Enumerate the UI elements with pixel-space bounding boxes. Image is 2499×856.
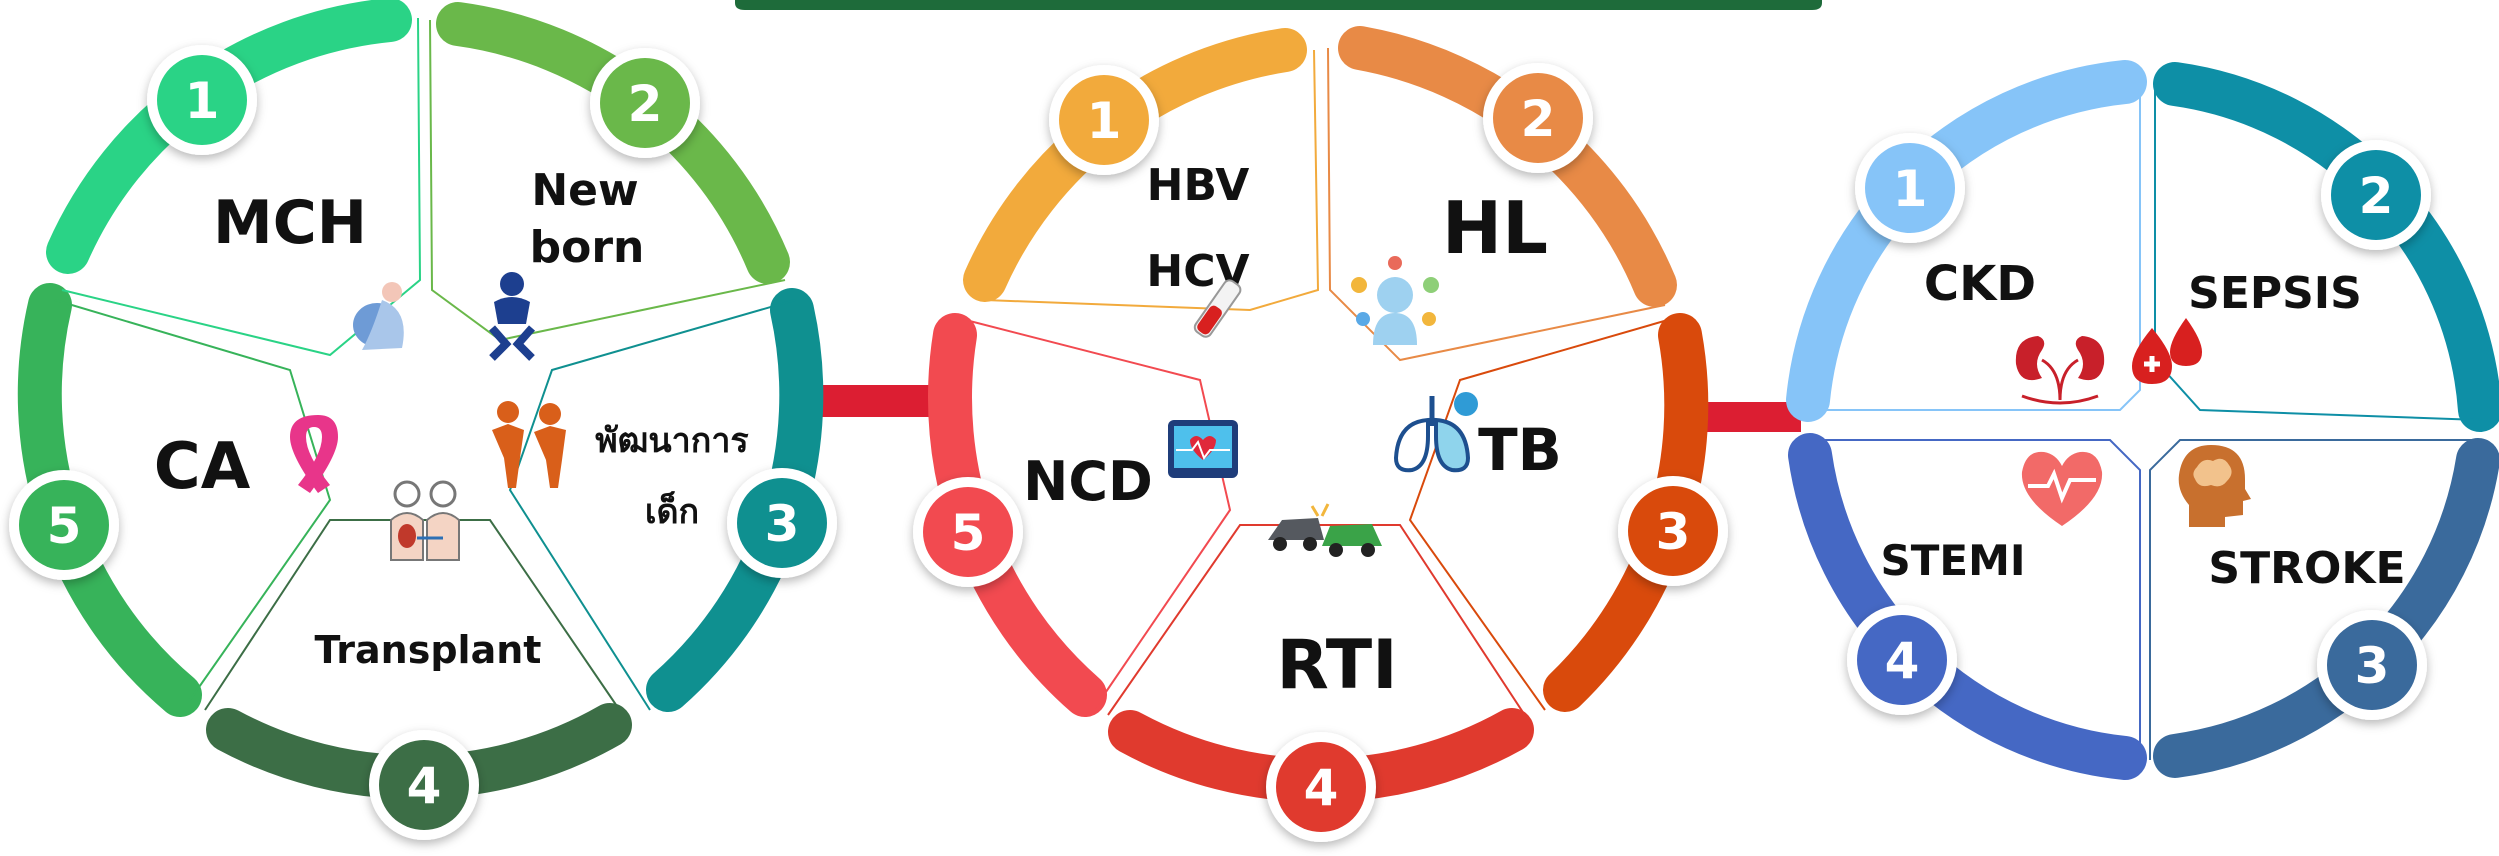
wheel2-badge-4: 4 bbox=[1266, 732, 1376, 842]
svg-text:2: 2 bbox=[1521, 90, 1556, 148]
wheel3-divider-d bbox=[1812, 439, 2141, 760]
wheel1-badge-2: 2 bbox=[590, 48, 700, 158]
wheel1-label-ca: CA bbox=[154, 430, 251, 504]
cancer-ribbon-icon bbox=[290, 415, 338, 493]
health-literacy-icon bbox=[1351, 256, 1439, 345]
wheel-mch-group: 1 2 3 4 5 MCH New born พัฒนาการ เด็ก Tra… bbox=[9, 0, 837, 840]
svg-text:1: 1 bbox=[185, 72, 220, 130]
wheel2-label-hl: HL bbox=[1442, 186, 1548, 270]
wheel1-badge-1: 1 bbox=[147, 45, 257, 155]
svg-text:4: 4 bbox=[1304, 759, 1339, 817]
connector-bar-2-3 bbox=[1705, 402, 1801, 432]
wheel2-badge-1: 1 bbox=[1049, 65, 1159, 175]
wheel3-arc-2 bbox=[2153, 62, 2499, 432]
wheel-hl-group: 1 2 3 4 5 HBV HCV HL TB RTI NCD bbox=[913, 26, 1728, 842]
wheel3-label-ckd: CKD bbox=[1924, 256, 2036, 312]
blood-test-tube-icon bbox=[1193, 279, 1242, 338]
wheel3-badge-1: 1 bbox=[1855, 133, 1965, 243]
children-icon bbox=[492, 401, 566, 488]
wheel3-arc-1 bbox=[1786, 60, 2147, 422]
wheel1-label-mch: MCH bbox=[213, 188, 367, 258]
wheel2-badge-5: 5 bbox=[913, 477, 1023, 587]
wheel2-badge-2: 2 bbox=[1483, 63, 1593, 173]
heart-monitor-icon bbox=[1168, 420, 1238, 478]
wheel1-divider-b bbox=[429, 19, 786, 342]
heartbeat-icon bbox=[2021, 451, 2103, 526]
wheel1-label-newborn-2: born bbox=[530, 222, 645, 273]
wheel3-divider-b bbox=[2154, 82, 2481, 421]
wheel1-divider-e bbox=[54, 299, 332, 701]
svg-text:3: 3 bbox=[1656, 503, 1691, 561]
wheel1-badge-3: 3 bbox=[727, 468, 837, 578]
wheel2-divider-c bbox=[1408, 314, 1686, 711]
blood-drops-icon bbox=[2132, 318, 2202, 384]
wheel2-label-hbv: HBV bbox=[1147, 160, 1250, 211]
connector-bar-1-2 bbox=[818, 385, 943, 417]
svg-text:3: 3 bbox=[2355, 637, 2390, 695]
wheel3-divider-c bbox=[2149, 439, 2478, 760]
wheel3-divider-a bbox=[1812, 80, 2141, 411]
svg-text:4: 4 bbox=[407, 757, 442, 815]
svg-text:2: 2 bbox=[628, 75, 663, 133]
svg-text:2: 2 bbox=[2359, 167, 2394, 225]
svg-text:1: 1 bbox=[1087, 92, 1122, 150]
wheel1-badge-4: 4 bbox=[369, 730, 479, 840]
wheel2-label-tb: TB bbox=[1478, 416, 1562, 484]
svg-text:1: 1 bbox=[1893, 160, 1928, 218]
wheel1-label-dev-2: เด็ก bbox=[645, 490, 699, 532]
svg-text:5: 5 bbox=[951, 504, 986, 562]
wheel-ckd-group: 1 2 3 4 CKD SEPSIS STROKE STEMI bbox=[1786, 60, 2499, 780]
wheel2-label-ncd: NCD bbox=[1023, 450, 1153, 513]
wheel1-badge-5: 5 bbox=[9, 470, 119, 580]
kidneys-icon bbox=[2015, 336, 2105, 405]
wheel3-label-sepsis: SEPSIS bbox=[2188, 268, 2362, 319]
top-header-bar-edge bbox=[735, 0, 1822, 10]
svg-text:4: 4 bbox=[1885, 632, 1920, 690]
wheel1-divider-c bbox=[508, 299, 796, 711]
wheel3-badge-2: 2 bbox=[2321, 140, 2431, 250]
wheel1-label-newborn-1: New bbox=[531, 165, 638, 216]
pregnant-mother-icon bbox=[353, 282, 404, 350]
baby-icon bbox=[488, 272, 536, 361]
wheel3-label-stemi: STEMI bbox=[1880, 536, 2025, 585]
lungs-icon bbox=[1393, 392, 1478, 473]
wheel3-badge-4: 4 bbox=[1847, 605, 1957, 715]
wheel2-badge-3: 3 bbox=[1618, 476, 1728, 586]
car-crash-icon bbox=[1268, 503, 1382, 557]
brain-head-icon bbox=[2178, 445, 2251, 527]
wheel3-label-stroke: STROKE bbox=[2208, 543, 2405, 594]
wheel1-label-dev-1: พัฒนาการ bbox=[595, 421, 749, 461]
wheel3-badge-3: 3 bbox=[2317, 610, 2427, 720]
svg-text:5: 5 bbox=[47, 497, 82, 555]
wheel2-label-rti: RTI bbox=[1277, 626, 1398, 705]
wheel1-label-transplant: Transplant bbox=[315, 628, 542, 672]
wheel2-divider-d bbox=[1107, 524, 1529, 721]
svg-text:3: 3 bbox=[765, 495, 800, 553]
organ-transplant-icon bbox=[390, 480, 460, 561]
wheel2-divider-a bbox=[984, 49, 1320, 312]
